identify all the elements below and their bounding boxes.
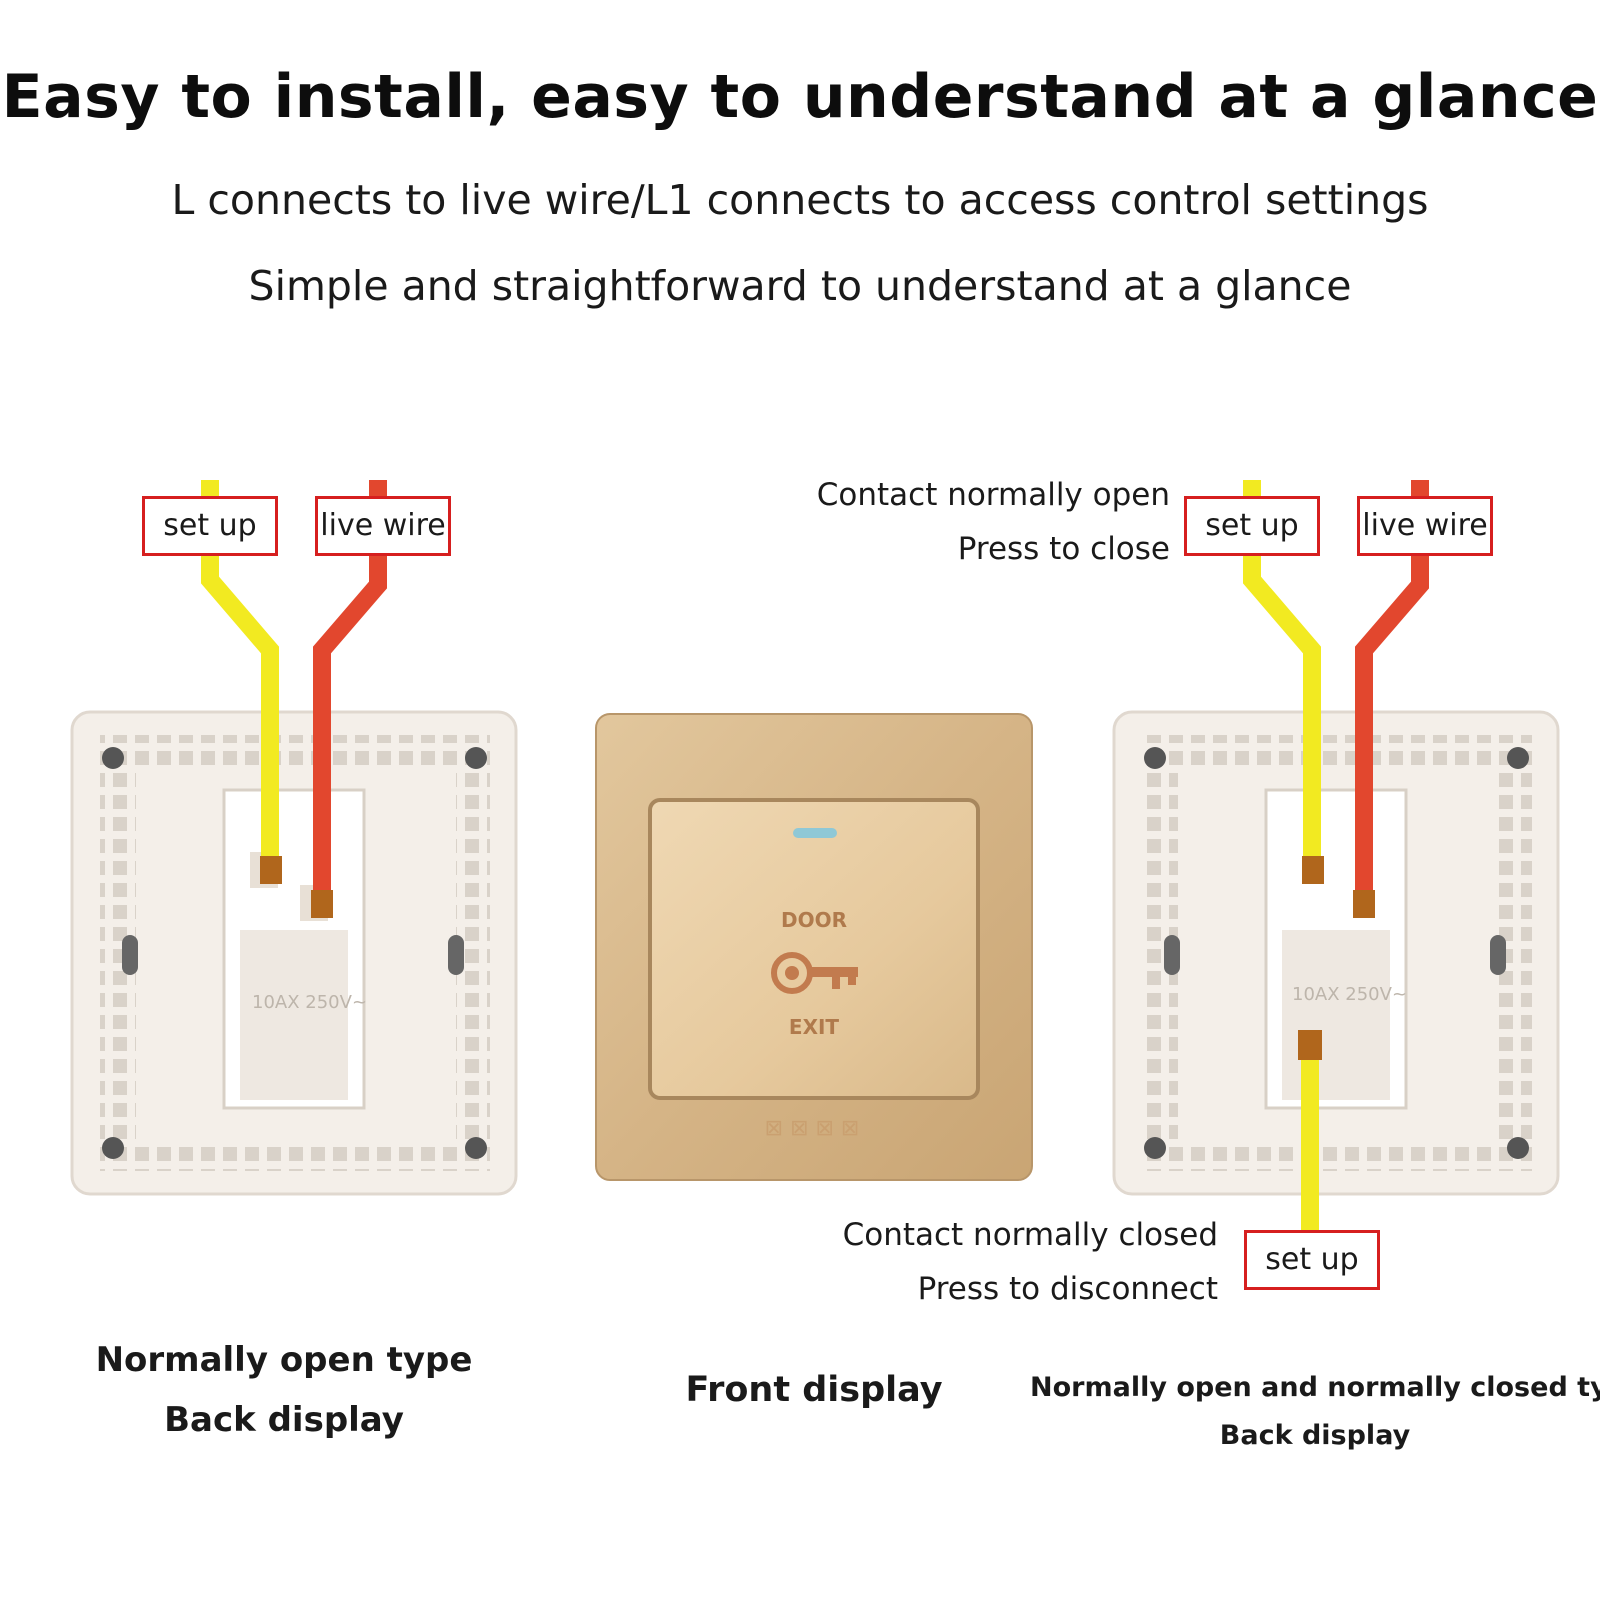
note-press-disconnect: Press to disconnect bbox=[917, 1271, 1218, 1307]
left-tag-live-wire: live wire bbox=[315, 496, 451, 556]
headline: Easy to install, easy to understand at a… bbox=[1, 62, 1599, 132]
key-icon bbox=[770, 948, 862, 998]
left-caption-type: Normally open type bbox=[95, 1340, 473, 1380]
note-press-close: Press to close bbox=[957, 531, 1170, 567]
svg-text:10AX 250V~: 10AX 250V~ bbox=[1292, 984, 1407, 1005]
door-label: DOOR bbox=[780, 908, 847, 932]
left-switch-back: 10AX 250V~ bbox=[70, 710, 518, 1196]
right-tag-setup-top: set up bbox=[1184, 496, 1320, 556]
left-caption-view: Back display bbox=[164, 1400, 404, 1440]
svg-text:⊠ ⊠ ⊠ ⊠: ⊠ ⊠ ⊠ ⊠ bbox=[765, 1116, 860, 1141]
note-contact-closed: Contact normally closed bbox=[842, 1217, 1218, 1253]
note-contact-open: Contact normally open bbox=[816, 477, 1170, 513]
right-caption-view: Back display bbox=[1219, 1420, 1411, 1451]
right-caption-type: Normally open and normally closed type bbox=[1030, 1372, 1600, 1403]
svg-text:10AX 250V~: 10AX 250V~ bbox=[252, 992, 367, 1013]
subtitle-simple: Simple and straightforward to understand… bbox=[248, 262, 1352, 310]
right-tag-setup-bottom: set up bbox=[1244, 1230, 1380, 1290]
center-caption-view: Front display bbox=[685, 1370, 943, 1410]
exit-label: EXIT bbox=[788, 1015, 840, 1039]
left-tag-setup: set up bbox=[142, 496, 278, 556]
center-switch-front: ⊠ ⊠ ⊠ ⊠ bbox=[595, 713, 1033, 1181]
right-tag-live-wire: live wire bbox=[1357, 496, 1493, 556]
subtitle-wiring: L connects to live wire/L1 connects to a… bbox=[171, 176, 1429, 224]
right-switch-back: 10AX 250V~ bbox=[1112, 710, 1560, 1196]
